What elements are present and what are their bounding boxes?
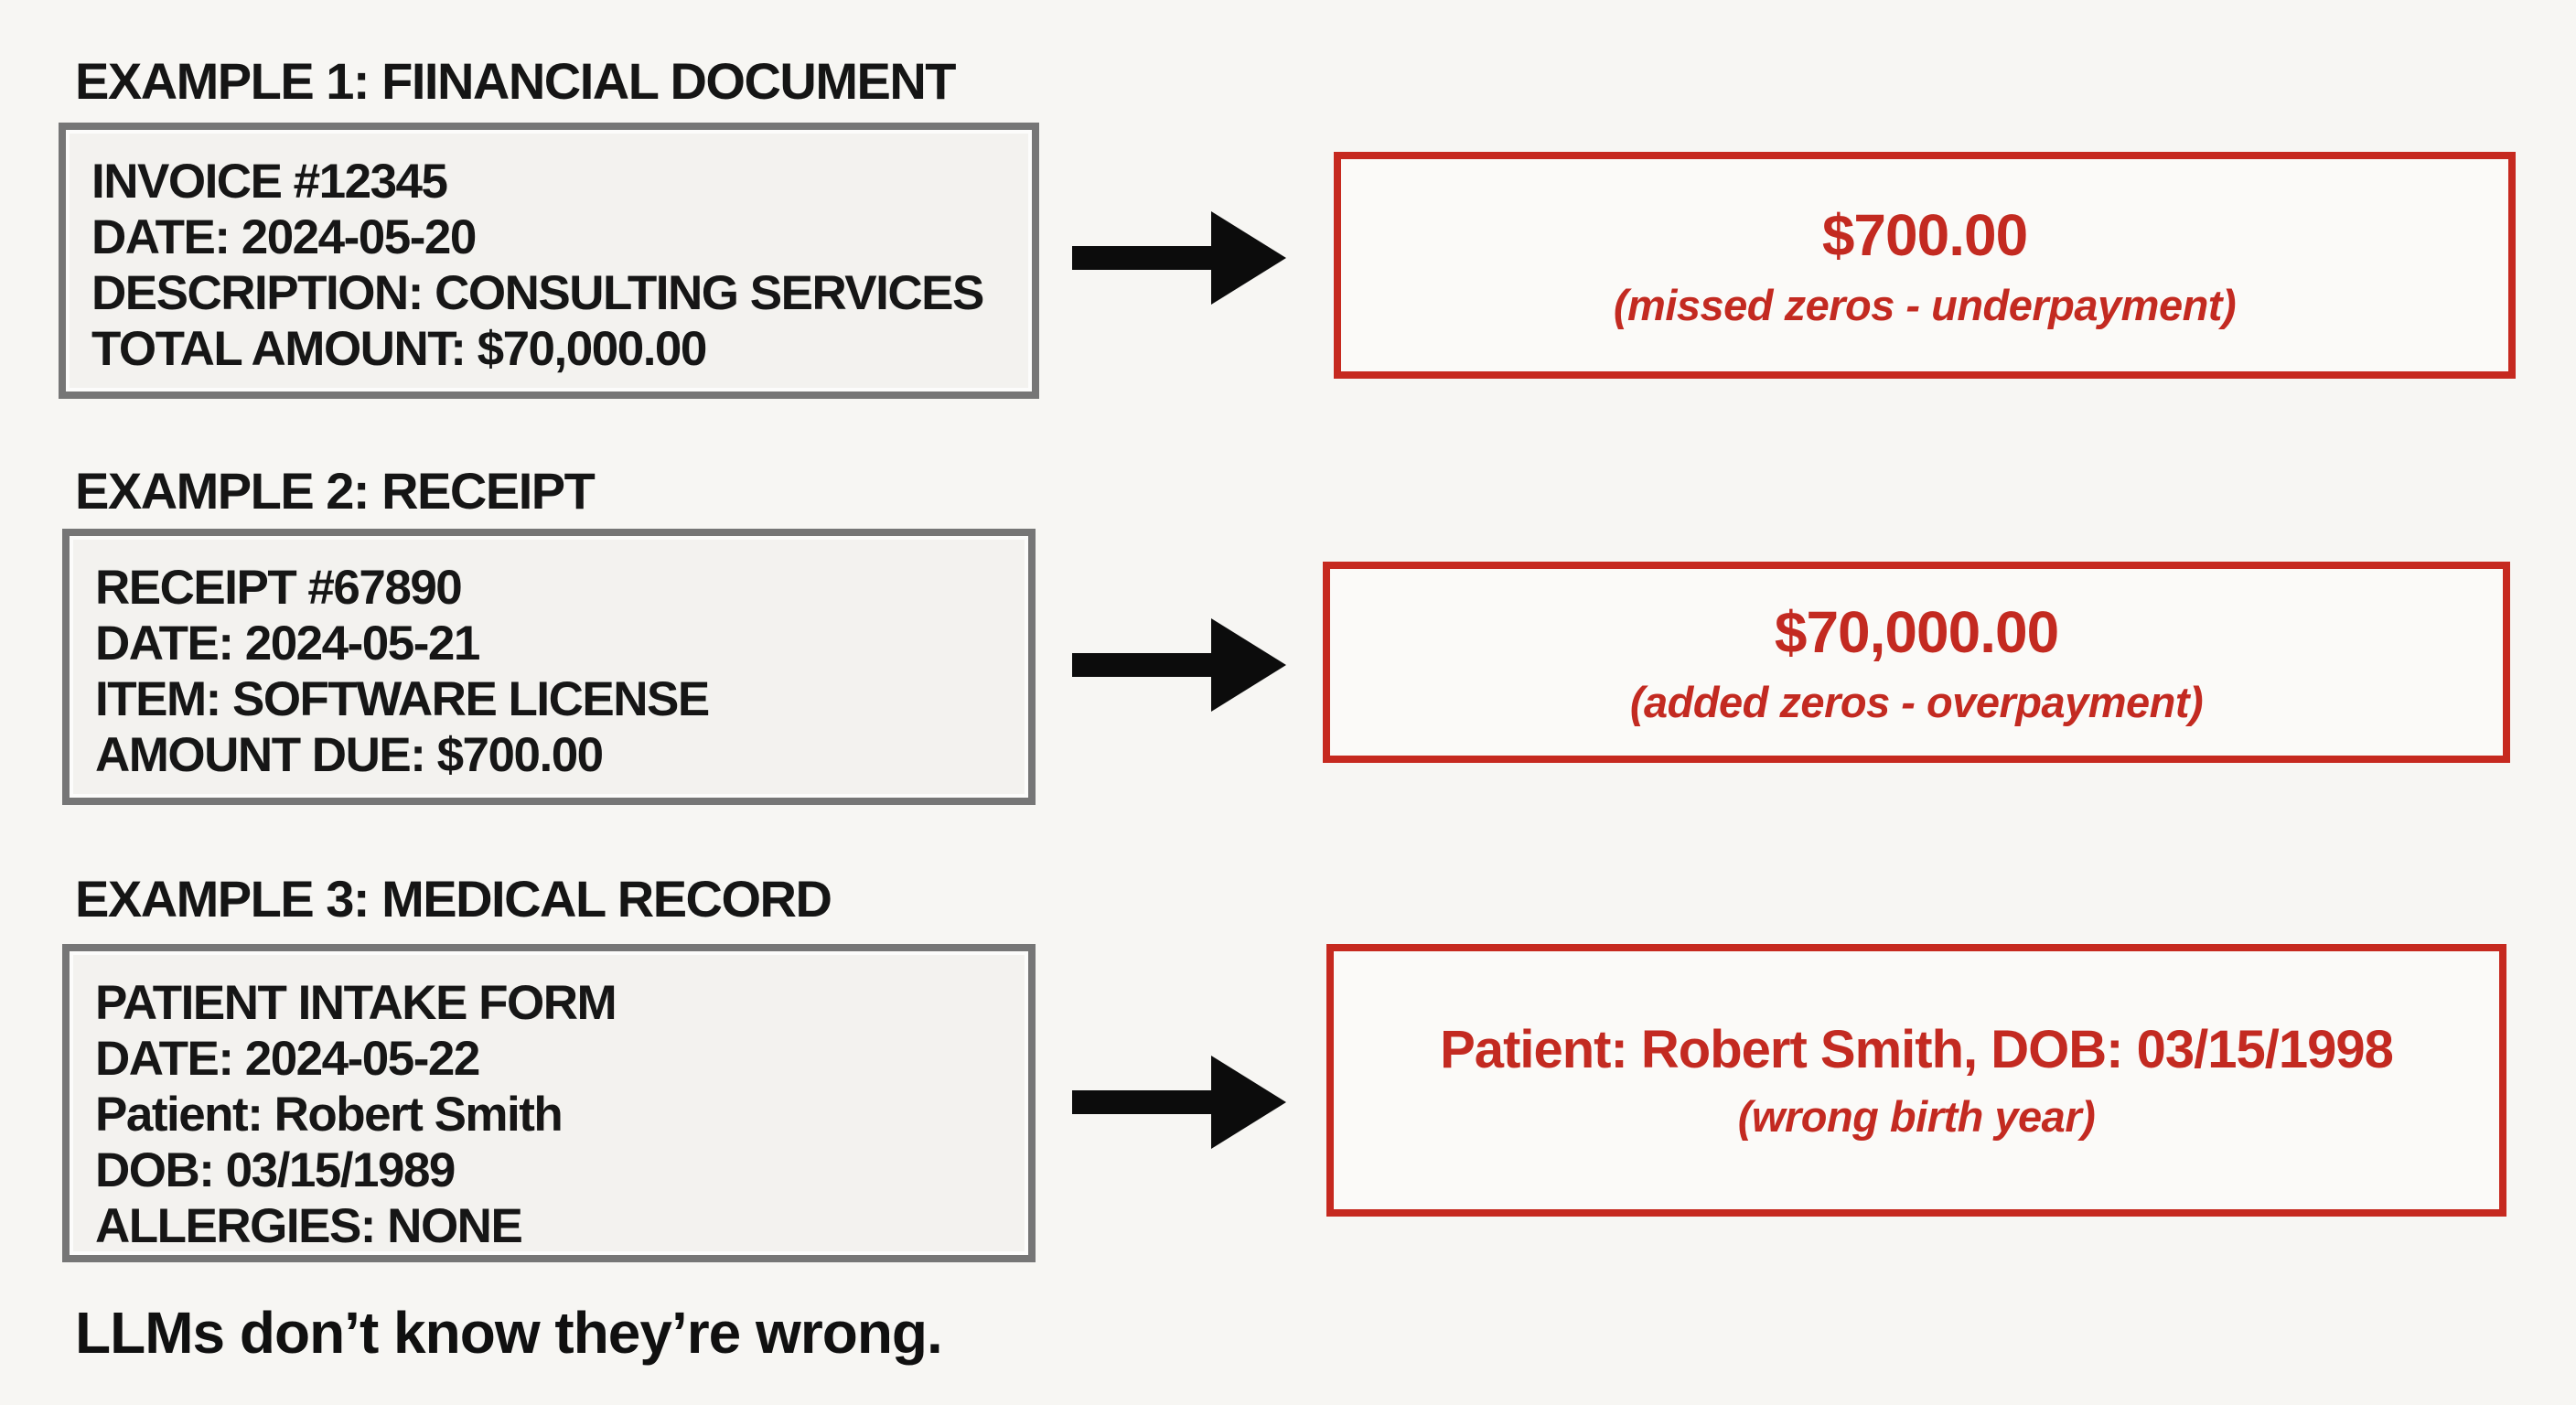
example-1-title: EXAMPLE 1: FIINANCIAL DOCUMENT: [75, 52, 957, 110]
arrow-right-icon: [1072, 1056, 1286, 1149]
document-line: TOTAL AMOUNT: $70,000.00: [91, 322, 707, 376]
arrow-head: [1211, 211, 1286, 305]
example-3-error-box: Patient: Robert Smith, DOB: 03/15/1998 (…: [1326, 944, 2506, 1217]
error-note: (missed zeros - underpayment): [1613, 280, 2237, 329]
arrow-shaft: [1072, 246, 1211, 270]
example-2-document-box: RECEIPT #67890 DATE: 2024-05-21 ITEM: SO…: [62, 529, 1036, 805]
document-line: ALLERGIES: NONE: [95, 1199, 523, 1253]
error-amount: $70,000.00: [1774, 598, 2059, 665]
footer-caption: LLMs don’t know they’re wrong.: [75, 1300, 943, 1366]
error-note: (added zeros - overpayment): [1629, 677, 2204, 726]
document-line: RECEIPT #67890: [95, 561, 463, 615]
example-3-document-box: PATIENT INTAKE FORM DATE: 2024-05-22 Pat…: [62, 944, 1036, 1262]
document-line: PATIENT INTAKE FORM: [95, 976, 617, 1030]
document-line: DATE: 2024-05-20: [91, 210, 477, 264]
document-line: Patient: Robert Smith: [95, 1088, 564, 1142]
document-line: INVOICE #12345: [91, 155, 448, 209]
arrow-shaft: [1072, 1090, 1211, 1114]
example-2-error-box: $70,000.00 (added zeros - overpayment): [1323, 562, 2510, 763]
example-3-title: EXAMPLE 3: MEDICAL RECORD: [75, 870, 832, 928]
document-line: DOB: 03/15/1989: [95, 1143, 456, 1197]
document-line: DATE: 2024-05-21: [95, 617, 480, 670]
error-amount: $700.00: [1821, 201, 2028, 268]
example-2-title: EXAMPLE 2: RECEIPT: [75, 462, 596, 520]
example-1-error-box: $700.00 (missed zeros - underpayment): [1334, 152, 2516, 379]
document-line: AMOUNT DUE: $700.00: [95, 728, 604, 782]
arrow-head: [1211, 618, 1286, 712]
document-line: ITEM: SOFTWARE LICENSE: [95, 672, 710, 726]
example-1-document-box: INVOICE #12345 DATE: 2024-05-20 DESCRIPT…: [59, 123, 1039, 399]
arrow-head: [1211, 1056, 1286, 1149]
arrow-right-icon: [1072, 618, 1286, 712]
document-line: DESCRIPTION: CONSULTING SERVICES: [91, 266, 984, 320]
arrow-shaft: [1072, 653, 1211, 677]
error-patient-line: Patient: Robert Smith, DOB: 03/15/1998: [1440, 1020, 2394, 1079]
document-line: DATE: 2024-05-22: [95, 1032, 480, 1086]
error-note: (wrong birth year): [1737, 1092, 2096, 1141]
arrow-right-icon: [1072, 211, 1286, 305]
